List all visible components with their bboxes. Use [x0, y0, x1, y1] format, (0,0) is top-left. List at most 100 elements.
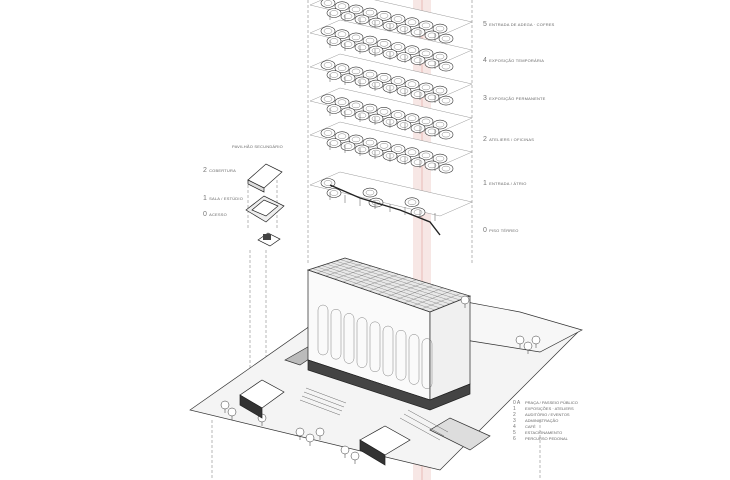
exploded-floor-plates: [309, 0, 473, 236]
silo-ring: [404, 17, 420, 28]
silo-ring: [334, 1, 350, 11]
silo-ring: [340, 11, 356, 22]
silo-ring: [348, 66, 364, 77]
floor-number: 3: [483, 95, 488, 103]
silo-ring: [368, 113, 384, 124]
floor-plate: [309, 0, 473, 44]
silo-ring: [334, 29, 350, 40]
silo-ring: [354, 14, 370, 25]
silo-ring: [404, 147, 420, 157]
silo-ring: [376, 11, 392, 21]
pavilion-label-text: ACESSO: [209, 212, 227, 217]
pavilion-level-number: 1: [203, 195, 208, 203]
legend-text: CAFÉ: [525, 424, 536, 429]
legend-number: 1: [513, 406, 516, 412]
silo-ring: [362, 187, 378, 198]
floor-number: 0: [483, 227, 488, 235]
silo-ring: [362, 103, 378, 114]
floor-label-text: EXPOSIÇÃO TEMPORÁRIA: [489, 58, 545, 63]
legend-number: 4: [513, 424, 516, 430]
silo-ring: [326, 36, 342, 46]
silo-ring: [334, 97, 350, 107]
floor-label-text: ATELIERS / OFICINAS: [489, 137, 535, 142]
floor-plate: [309, 19, 473, 72]
silo-ring: [418, 82, 434, 93]
silo-ring: [404, 113, 420, 123]
silo-ring: [410, 123, 426, 133]
silo-ring: [376, 141, 392, 151]
small-pavilion-title: PAVILHÃO SECUNDÁRIO: [232, 144, 283, 149]
silo-ring: [354, 42, 370, 53]
pavilion-level-number: 2: [203, 167, 208, 175]
silo-ring: [418, 116, 434, 127]
silo-ring: [340, 107, 356, 117]
tree: [295, 427, 305, 440]
silo-ring: [410, 157, 426, 167]
silo-ring: [340, 39, 356, 50]
silo-ring: [334, 63, 350, 73]
silo-ring: [368, 45, 384, 56]
legend-text: ADMINISTRAÇÃO: [525, 418, 559, 423]
floor-label-text: PISO TÉRREO: [489, 228, 519, 233]
silo-ring: [424, 92, 440, 103]
silo-ring: [390, 42, 406, 52]
silo-ring: [326, 104, 342, 114]
pavilion-label-text: SALA / ESTÚDIO: [209, 196, 244, 201]
legend-item: 3 ADMINISTRAÇÃO: [513, 418, 578, 424]
silo-ring: [390, 144, 406, 154]
silo-ring: [348, 4, 364, 15]
silo-ring: [326, 138, 342, 148]
silo-ring: [320, 128, 336, 138]
floor-plate: [309, 171, 473, 236]
legend-text: PRAÇA / PASSEIO PÚBLICO: [525, 400, 578, 405]
silo-ring: [396, 52, 412, 62]
tree: [460, 295, 470, 308]
silo-ring: [390, 14, 406, 24]
silo-ring: [354, 144, 370, 155]
silo-ring: [432, 119, 448, 130]
floor-label-text: ENTRADA / ÁTRIO: [489, 181, 527, 186]
silo-ring: [376, 73, 392, 83]
tree: [531, 335, 541, 348]
silo-ring: [334, 131, 350, 141]
silo-ring: [438, 61, 454, 72]
silo-ring: [320, 26, 336, 36]
tree: [350, 451, 360, 464]
floor-number: 5: [483, 21, 488, 29]
silo-ring: [320, 94, 336, 104]
tree: [523, 341, 533, 354]
site-trees: [220, 295, 541, 464]
silo-ring: [424, 126, 440, 137]
tree: [305, 433, 315, 446]
silo-ring: [390, 110, 406, 120]
silo-ring: [354, 76, 370, 87]
silo-ring: [340, 141, 356, 151]
floor-number: 4: [483, 57, 488, 65]
silo-ring: [396, 154, 412, 164]
legend-item: 4 CAFÉ: [513, 424, 578, 430]
silo-ring: [362, 7, 378, 18]
silo-ring: [376, 107, 392, 117]
silo-ring: [348, 134, 364, 145]
legend-text: AUDITÓRIO / EVENTOS: [525, 412, 570, 417]
silo-ring: [354, 110, 370, 121]
legend-number: 3: [513, 418, 516, 424]
silo-ring: [410, 89, 426, 99]
silo-ring: [362, 137, 378, 148]
pavilion-level-number: 0: [203, 211, 208, 219]
silo-ring: [390, 76, 406, 86]
silo-ring: [432, 153, 448, 164]
silo-ring: [368, 147, 384, 158]
